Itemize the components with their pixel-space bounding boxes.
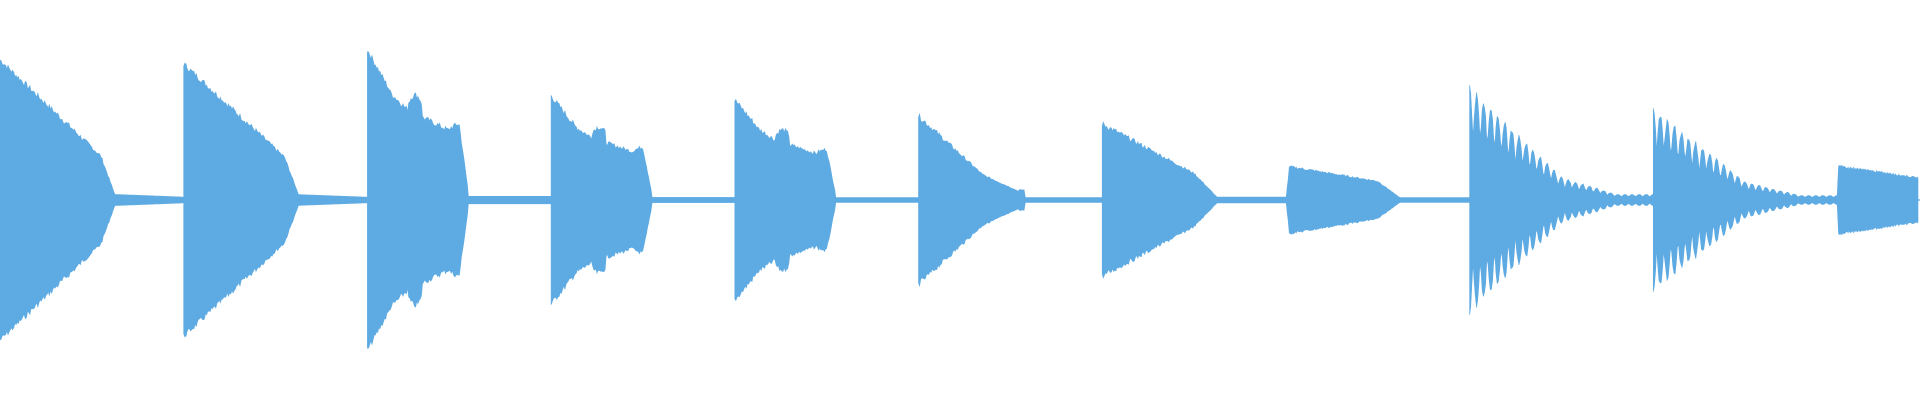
waveform-segment-2[interactable] — [183, 62, 368, 338]
waveform-segment-7[interactable] — [1101, 121, 1287, 279]
waveform-segment-9[interactable] — [1469, 85, 1654, 315]
waveform-segment-10[interactable] — [1653, 108, 1838, 292]
waveform-segments — [0, 51, 1919, 349]
waveform-segment-11[interactable] — [1836, 164, 1919, 236]
waveform-segment-1[interactable] — [0, 59, 184, 341]
waveform-segment-5[interactable] — [734, 98, 919, 302]
waveform-segment-3[interactable] — [367, 51, 552, 349]
waveform-segment-4[interactable] — [550, 95, 736, 305]
waveform-segment-8[interactable] — [1285, 165, 1470, 235]
waveform-segment-6[interactable] — [918, 112, 1103, 288]
